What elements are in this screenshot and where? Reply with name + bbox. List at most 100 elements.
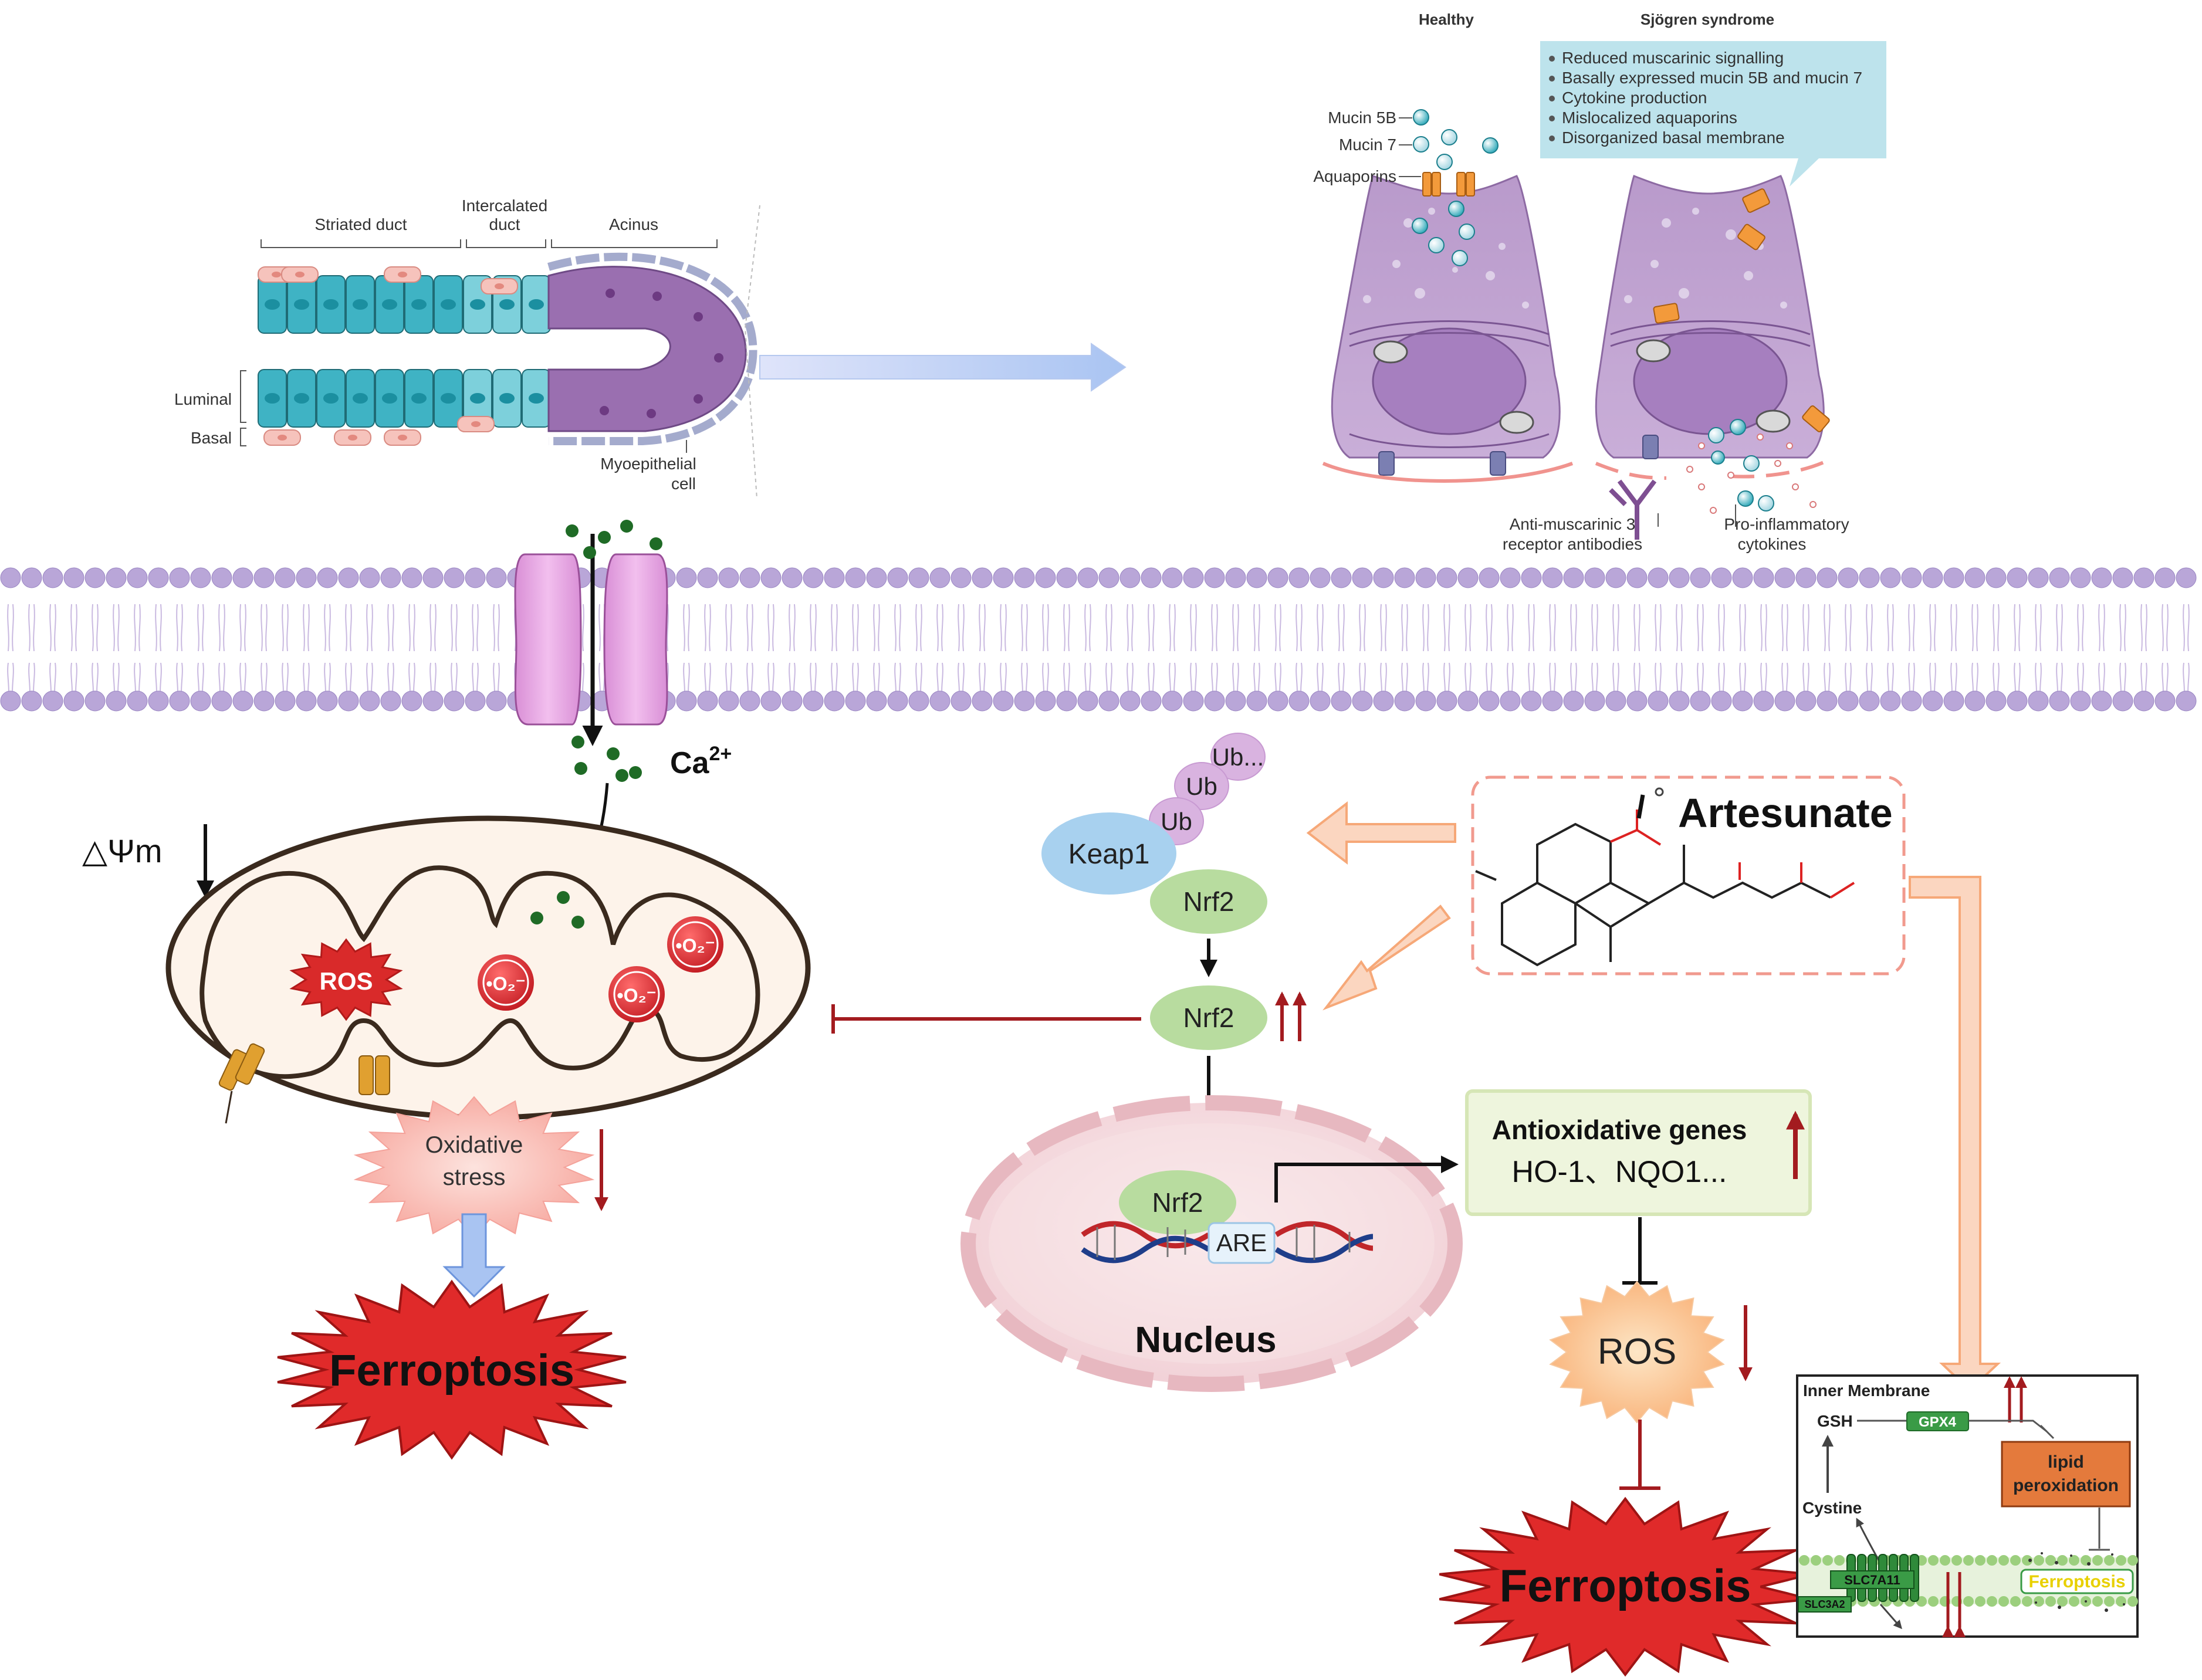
ferroptosis-inset: Inner Membrane GSH GPX4 lipid peroxidati… <box>1796 1374 2139 1638</box>
label-myoepithelial-line2: cell <box>671 475 696 493</box>
healthy-cell-nucleus <box>1372 327 1527 435</box>
nrf2-bound-protein <box>1150 869 1267 934</box>
phospholipid-head <box>296 567 317 588</box>
phospholipid-head <box>1774 690 1795 712</box>
phospholipid-head <box>1521 690 1542 712</box>
label-mucin-7: Mucin 7 <box>1339 136 1396 154</box>
mislocalized-aquaporin-icon <box>1802 405 1830 432</box>
slc3a2-box <box>1798 1596 1852 1613</box>
label-pro-inflammatory-line1: Pro-inflammatory <box>1724 515 1849 533</box>
antioxidative-title: Antioxidative genes <box>1492 1115 1747 1145</box>
bullet-icon <box>1549 136 1555 141</box>
superoxide-icon: •O₂⁻ <box>667 916 723 973</box>
phospholipid-head <box>908 567 929 588</box>
nrf2-nucleus-label: Nrf2 <box>1152 1187 1203 1218</box>
phospholipid-head <box>1014 567 1035 588</box>
antioxidative-genes-box <box>1465 1089 1812 1216</box>
callout-item: Cytokine production <box>1562 89 1707 107</box>
phospholipid-head <box>1817 567 1838 588</box>
phospholipid-head <box>1479 567 1500 588</box>
inset-lipid-head <box>1987 1596 1997 1607</box>
duct-cell-nucleus <box>441 393 456 404</box>
phospholipid-head <box>951 567 972 588</box>
phospholipid-head <box>1204 567 1225 588</box>
phospholipid-head <box>2007 690 2028 712</box>
phospholipid-head <box>1183 567 1204 588</box>
duct-cell-nucleus <box>353 299 368 310</box>
phospholipid-head <box>1964 567 1985 588</box>
inset-lipid-head <box>1987 1555 1997 1566</box>
phospholipid-head <box>1901 567 1922 588</box>
muscarinic-receptor-icon <box>1490 451 1506 476</box>
phospholipid-head <box>422 690 444 712</box>
inset-slc7a11-label: SLC7A11 <box>1844 1573 1900 1587</box>
ferroptosis-label-left: Ferroptosis <box>329 1346 574 1396</box>
phospholipid-head <box>824 690 845 712</box>
phospholipid-head <box>1183 690 1204 712</box>
sjogren-features-callout <box>1540 41 1886 187</box>
duct-cell-nucleus <box>294 299 309 310</box>
inset-lipid-head <box>1975 1596 1985 1607</box>
phospholipid-head <box>1964 690 1985 712</box>
nucleus-label: Nucleus <box>1135 1320 1276 1360</box>
phospholipid-head <box>211 690 232 712</box>
bullet-icon <box>1549 96 1555 101</box>
inset-lipid-head <box>2057 1596 2068 1607</box>
acinus-cells <box>547 252 757 445</box>
inset-lipid-line2: peroxidation <box>2013 1476 2119 1495</box>
phospholipid-head <box>380 690 401 712</box>
aquaporin-icon <box>1432 172 1441 197</box>
phospholipid-head <box>1563 567 1584 588</box>
inset-lipid-head <box>2057 1555 2068 1566</box>
phospholipid-head <box>676 567 697 588</box>
phospholipid-head <box>1436 690 1457 712</box>
phospholipid-head <box>929 690 951 712</box>
phospholipid-head <box>1690 567 1711 588</box>
phospholipid-head <box>1732 567 1753 588</box>
phospholipid-head <box>148 690 169 712</box>
duct-cell-nucleus <box>411 393 427 404</box>
keap1-protein <box>1041 812 1176 895</box>
phospholipid-head <box>401 567 422 588</box>
phospholipid-head <box>697 690 718 712</box>
phospholipid-head <box>1753 690 1774 712</box>
superoxide-icon: •O₂⁻ <box>478 954 534 1011</box>
callout-item: Disorganized basal membrane <box>1562 128 1785 147</box>
phospholipid-head <box>1352 690 1373 712</box>
sjogren-cell-dots <box>1624 208 1787 309</box>
phospholipid-head <box>1162 690 1183 712</box>
phospholipid-head <box>1119 690 1141 712</box>
mito-transporter-icon <box>358 1055 374 1095</box>
label-myoepithelial-line1: Myoepithelial <box>600 455 696 473</box>
phospholipid-head <box>2176 690 2197 712</box>
inset-lipid-head <box>1951 1555 1962 1566</box>
phospholipid-head <box>338 567 359 588</box>
phospholipid-head <box>1711 690 1732 712</box>
phospholipid-head <box>1880 690 1901 712</box>
inset-lipid-line1: lipid <box>2048 1452 2084 1472</box>
ub-label-2: Ub <box>1186 773 1217 800</box>
phospholipid-head <box>1288 567 1310 588</box>
inset-lipid-head <box>2104 1555 2115 1566</box>
label-intercalated-duct-line1: Intercalated <box>462 197 547 215</box>
inset-lipid-head <box>1998 1596 2009 1607</box>
label-basal: Basal <box>191 429 232 447</box>
ros-label-lower: ROS <box>1598 1332 1676 1372</box>
phospholipid-head <box>190 567 211 588</box>
duct-cell-nucleus <box>353 393 368 404</box>
phospholipid-head <box>1753 567 1774 588</box>
phospholipid-head <box>1922 567 1943 588</box>
label-striated-duct: Striated duct <box>314 215 407 233</box>
label-mucin-5b: Mucin 5B <box>1328 109 1396 127</box>
inset-lipid-head <box>2116 1555 2126 1566</box>
mislocalized-aquaporin-icon <box>1737 223 1765 250</box>
inset-gpx4-label: GPX4 <box>1919 1414 1957 1430</box>
phospholipid-head <box>1014 690 1035 712</box>
phospholipid-head <box>2028 690 2049 712</box>
inset-lipid-head <box>1975 1555 1985 1566</box>
phospholipid-head <box>2007 567 2028 588</box>
bullet-icon <box>1549 56 1555 62</box>
label-intercalated-duct-line2: duct <box>489 215 520 233</box>
bullet-icon <box>1549 76 1555 82</box>
